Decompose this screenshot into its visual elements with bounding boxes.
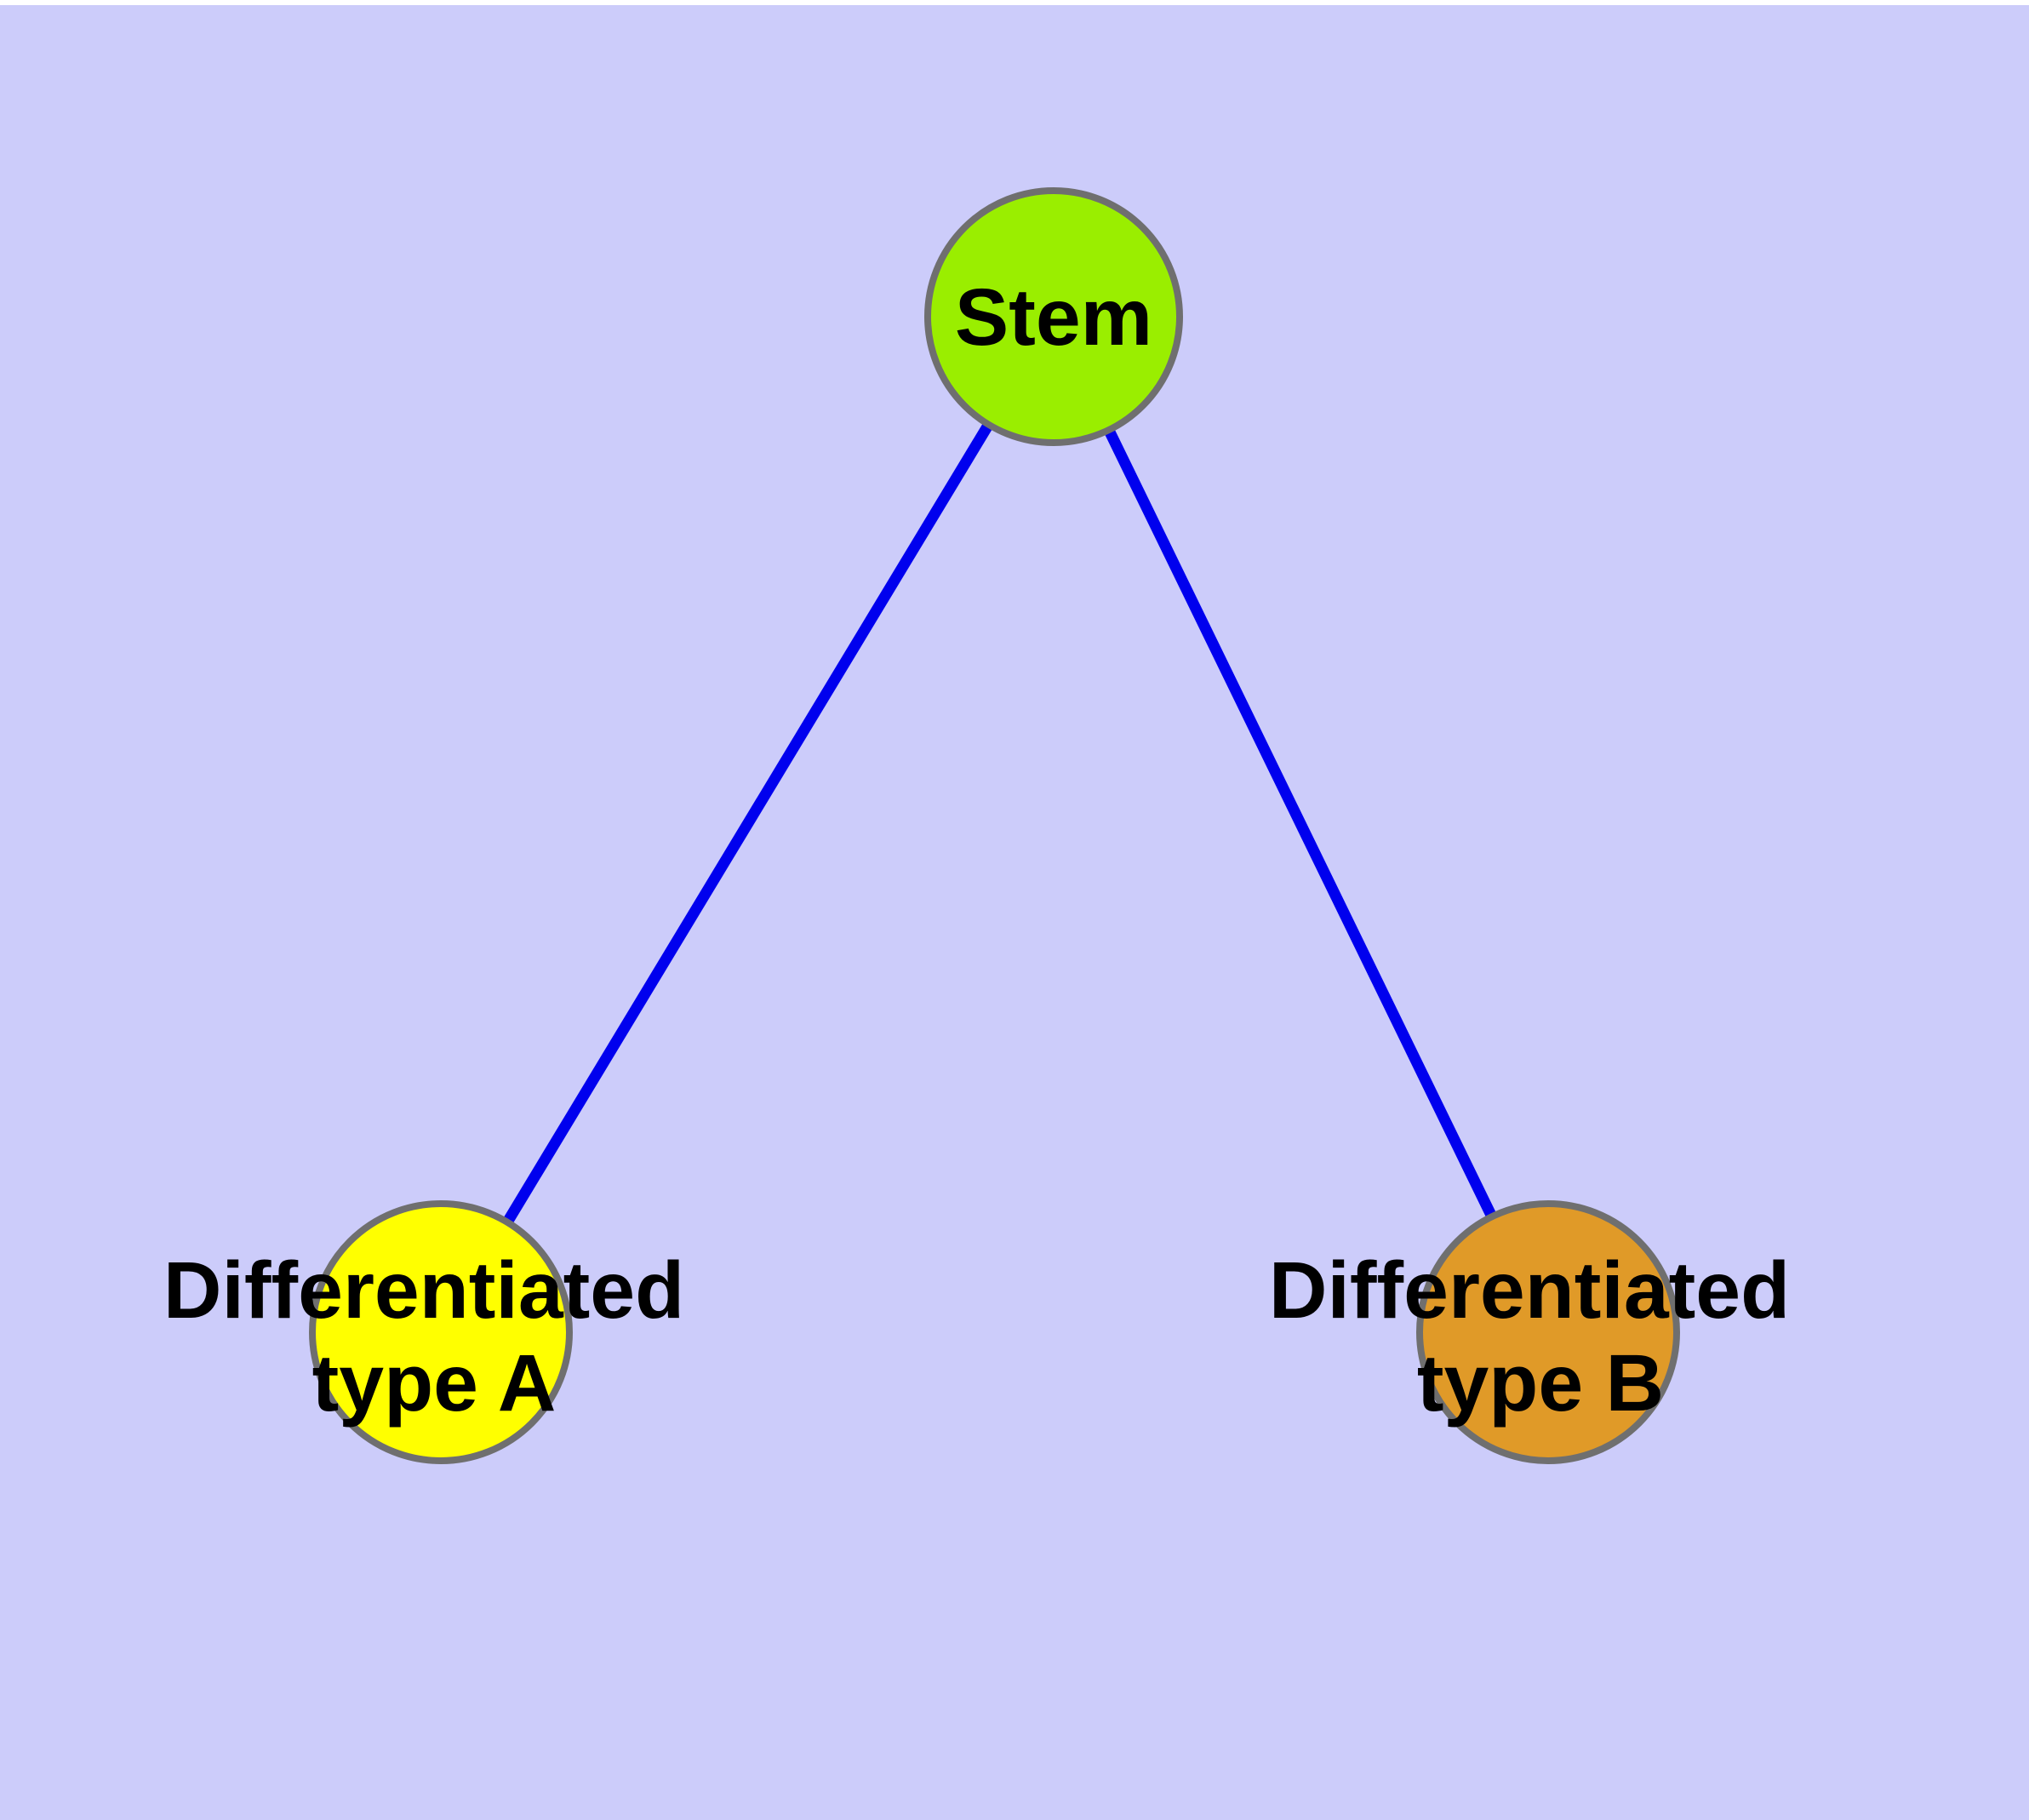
node-type-a-label-line1: Differentiated <box>163 1245 684 1336</box>
edge-stem-to-type-a[interactable] <box>436 313 1059 1336</box>
node-type-a-label-line2: type A <box>312 1338 557 1428</box>
node-stem[interactable] <box>924 187 1183 446</box>
node-differentiated-type-b[interactable] <box>1416 1200 1680 1464</box>
edge-layer <box>436 313 1553 1336</box>
node-type-b-label-line1: Differentiated <box>1269 1245 1790 1336</box>
node-differentiated-type-a[interactable] <box>309 1200 573 1464</box>
node-type-b-label-line2: type B <box>1417 1338 1664 1428</box>
node-layer <box>309 187 1680 1464</box>
label-layer: Stem Differentiated type A Differentiate… <box>163 272 1790 1428</box>
node-stem-label: Stem <box>955 272 1152 363</box>
edge-stem-to-type-b[interactable] <box>1049 314 1553 1335</box>
